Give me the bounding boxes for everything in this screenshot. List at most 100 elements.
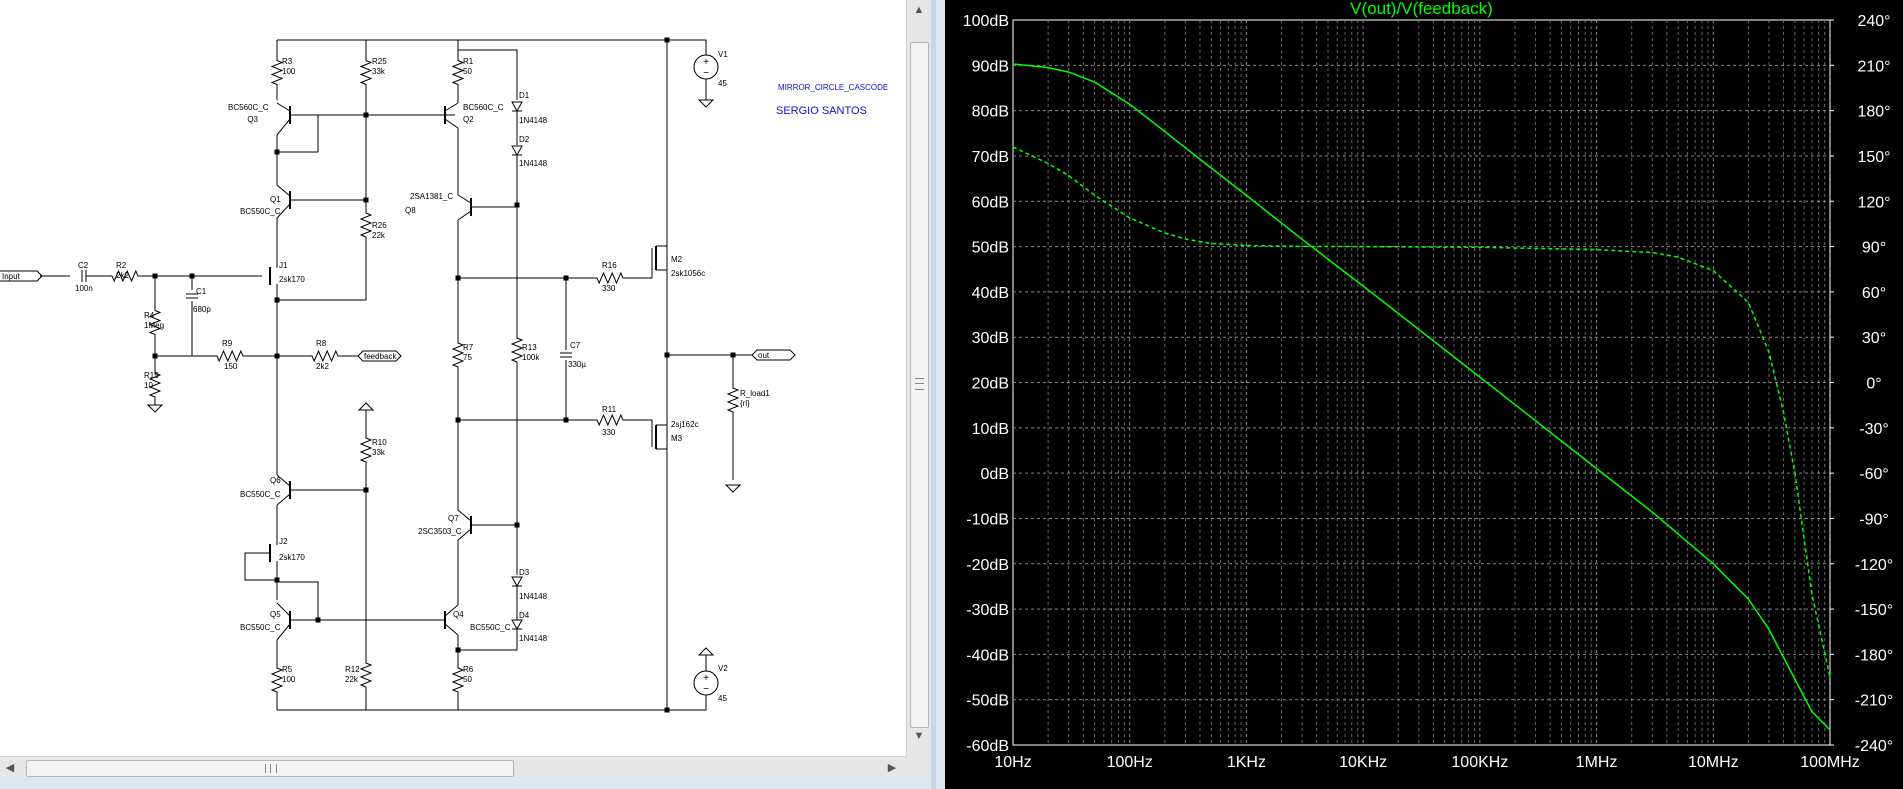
scroll-down-icon[interactable]: ▼ [913,730,925,742]
scroll-left-icon[interactable]: ◀ [5,762,15,774]
resistor-value: 50 [463,675,472,684]
resistor-ref: R9 [222,339,233,348]
y-tick-label: 100dB [963,13,1009,30]
diode-symbol[interactable] [511,101,523,113]
source-ref: V2 [718,664,728,673]
diode-ref: D1 [519,91,530,100]
wire [630,265,653,279]
horizontal-scroll-thumb[interactable] [26,760,514,777]
y-tick-label: -30dB [966,602,1009,619]
port-label[interactable]: out [758,351,770,360]
resistor-value: 50 [463,67,472,76]
y-tick-label: -50dB [966,693,1009,710]
trace-data-point [1595,248,1598,251]
resistor-value: 2k2 [316,362,329,371]
resistor-symbol[interactable] [359,205,373,245]
resistor-symbol[interactable] [359,650,373,700]
diode-symbol[interactable] [511,576,523,588]
resistor-ref: R4 [144,311,155,320]
resistor-symbol[interactable] [451,660,465,700]
capacitor-ref: C1 [196,287,207,296]
transistor-model: 2sk170 [279,553,305,562]
transistor-model: 2SC3503_C [418,527,462,536]
y2-tick-label: 30° [1862,330,1886,347]
trace-data-point [1794,678,1796,680]
resistor-value: 100 [282,675,296,684]
resistor-ref: R7 [463,343,474,352]
horizontal-scrollbar[interactable]: ◀ ▶ [0,756,906,779]
resistor-symbol[interactable] [210,349,250,363]
y-tick-label: -20dB [966,557,1009,574]
trace-data-point [1651,252,1653,254]
transistor-collector [457,194,472,204]
resistor-value: 1Meg [144,321,164,330]
transistor-collector [276,184,291,197]
trace-data-point [1093,81,1096,83]
pane-gap [936,0,945,789]
resistor-symbol[interactable] [590,413,630,427]
transistor-ref: M3 [671,434,683,443]
trace-data-point [1747,301,1750,304]
resistor-symbol[interactable] [510,330,524,370]
vertical-scrollbar[interactable]: ▲ ▼ [906,0,931,756]
transistor-collector [457,509,472,522]
resistor-symbol[interactable] [305,349,345,363]
resistor-symbol[interactable] [148,305,162,340]
port-flag[interactable] [0,270,43,282]
wire [667,695,707,711]
resistor-ref: R8 [316,339,327,348]
x-tick-label: 100KHz [1451,754,1508,771]
scroll-right-icon[interactable]: ▶ [887,762,897,774]
circuit-name: MIRROR_CIRCLE_CASCODE [778,83,888,92]
port-label[interactable]: Input [2,272,21,281]
scroll-up-icon[interactable]: ▲ [913,4,925,16]
resistor-symbol[interactable] [359,430,373,470]
resistor-symbol[interactable] [270,660,284,700]
junction-dot [455,647,461,653]
trace-data-point [1712,270,1714,272]
y2-tick-label: 0° [1866,376,1881,393]
port-flag[interactable] [751,349,796,361]
trace-data-point [1595,467,1598,470]
diode-symbol[interactable] [511,619,523,631]
y2-tick-label: -120° [1855,557,1893,574]
resistor-symbol[interactable] [270,50,284,95]
resistor-symbol[interactable] [726,380,740,420]
vertical-scroll-thumb[interactable] [910,42,929,728]
resistor-symbol[interactable] [590,271,630,285]
resistor-symbol[interactable] [110,269,140,283]
resistor-symbol[interactable] [451,330,465,380]
pane-splitter[interactable] [931,0,936,789]
trace-data-point [1768,628,1770,631]
resistor-ref: R25 [372,57,387,66]
y-tick-label: 20dB [972,376,1009,393]
transistor-emitter [276,493,291,506]
resistor-value: 33k [372,448,386,457]
resistor-symbol[interactable] [148,370,162,400]
transistor-collector [444,102,459,112]
port-label[interactable]: feedback [364,352,397,361]
y2-tick-label: 60° [1862,285,1886,302]
diode-value: 1N4148 [519,592,548,601]
y2-tick-label: 90° [1862,240,1886,257]
resistor-value: 22k [345,675,359,684]
trace-data-point [1012,146,1014,148]
y-tick-label: 60dB [972,194,1009,211]
trace-data-point [1068,71,1070,73]
resistor-symbol[interactable] [359,50,373,95]
author-name: SERGIO SANTOS [776,105,867,117]
wire [630,419,653,430]
capacitor-value: 330µ [568,360,586,369]
trace-data-point [1811,593,1813,595]
diode-symbol[interactable] [511,145,523,157]
y-tick-label: 40dB [972,285,1009,302]
trace-data-point [1093,194,1096,196]
resistor-value: 22k [372,231,386,240]
port-flag[interactable] [357,350,402,362]
resistor-symbol[interactable] [451,50,465,95]
resistor-ref: R10 [372,438,387,447]
